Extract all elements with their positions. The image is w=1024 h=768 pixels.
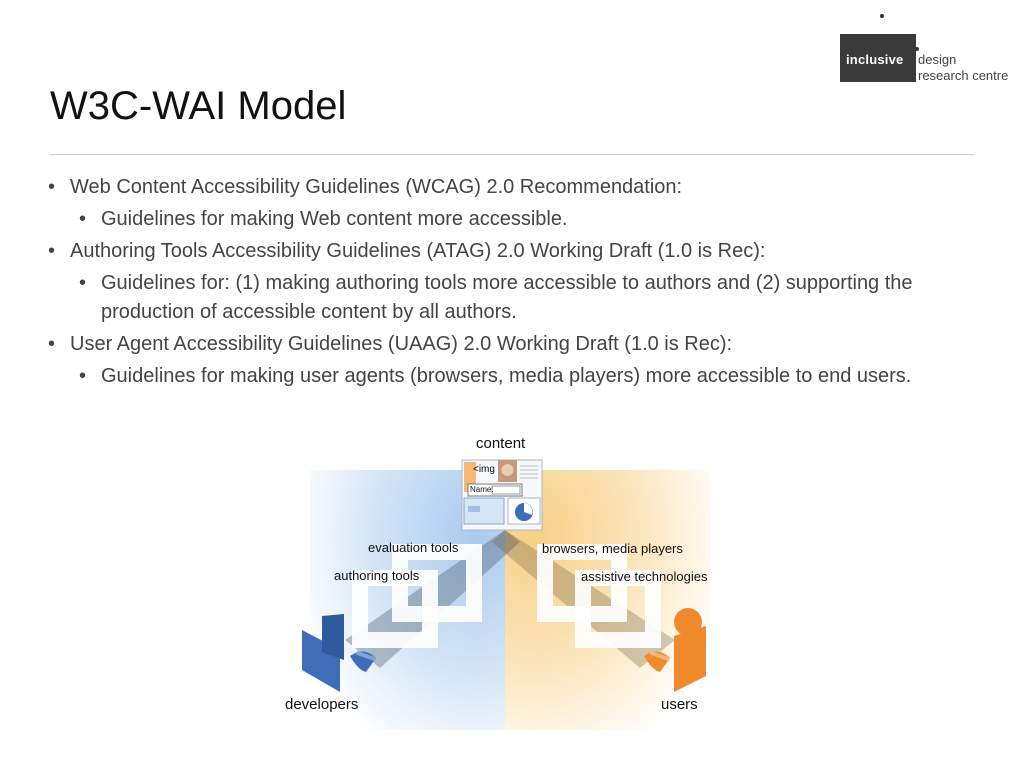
browsers-media-players-label: browsers, media players [542,541,683,556]
content-label: content [476,435,526,452]
bullet-atag: Authoring Tools Accessibility Guidelines… [48,237,978,266]
developer-figure [302,614,377,692]
title-divider [50,154,974,155]
bullet-list: Web Content Accessibility Guidelines (WC… [48,170,978,391]
sub-bullet-wcag: Guidelines for making Web content more a… [48,205,978,234]
logo-dot-bottom [915,47,919,51]
wai-model-diagram: content <img Name: evaluation tools auth… [270,430,750,730]
assistive-technologies-label: assistive technologies [581,569,708,584]
sub-bullet-atag: Guidelines for: (1) making authoring too… [48,269,978,327]
logo-word: inclusive [846,52,904,67]
sub-bullet-uaag: Guidelines for making user agents (brows… [48,362,978,391]
authoring-tools-frame [352,570,438,648]
content-thumbnail [461,459,543,531]
idrc-logo: inclusive design research centre [836,14,1016,88]
logo-line-design: design [918,52,957,67]
name-field-label: Name: [470,485,494,494]
bullet-wcag: Web Content Accessibility Guidelines (WC… [48,173,978,202]
img-tag-label: <img [473,464,495,475]
authoring-tools-label: authoring tools [334,568,420,583]
evaluation-tools-label: evaluation tools [368,540,459,555]
slide-title: W3C-WAI Model [50,84,347,128]
bullet-uaag: User Agent Accessibility Guidelines (UAA… [48,330,978,359]
developers-label: developers [285,696,359,713]
logo-line-research-centre: research centre [918,68,1009,83]
assistive-tech-frame [575,570,661,648]
wai-model-graphic [302,459,710,730]
logo-box: inclusive [840,34,916,82]
users-label: users [661,696,698,713]
user-figure [644,608,706,692]
logo-dot-top [880,14,884,18]
